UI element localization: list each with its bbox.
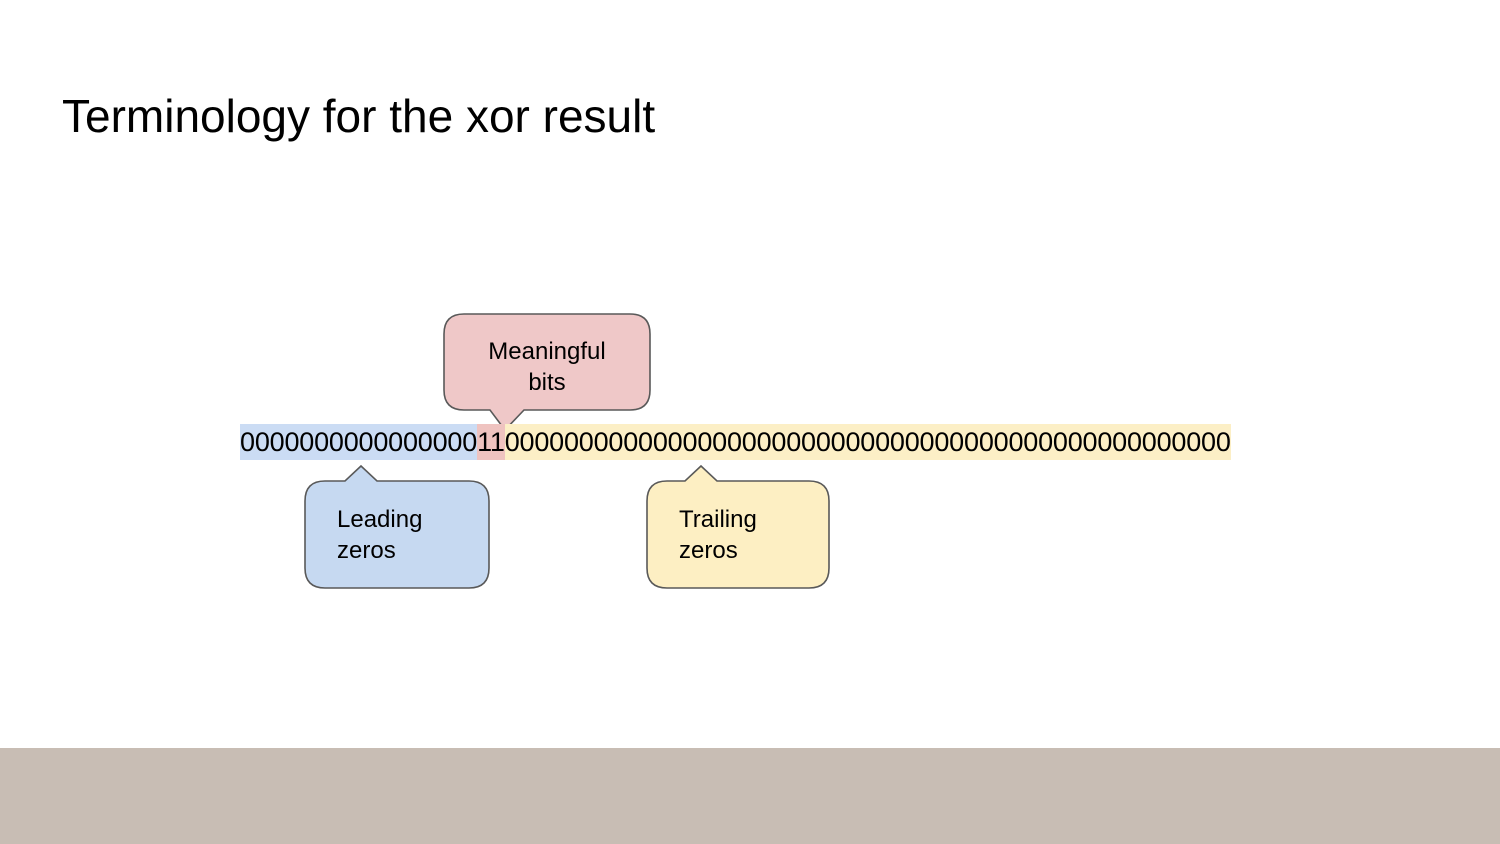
callout-leading-zeros-label: Leading zeros (337, 506, 423, 564)
bitstring-trailing-zeros: 0000000000000000000000000000000000000000… (504, 424, 1231, 460)
callout-trailing-zeros-label: Trailing zeros (679, 506, 757, 564)
callout-leading-zeros-shape (304, 464, 490, 589)
bitstring-meaningful-bits: 11 (477, 424, 505, 460)
callout-meaningful-bits-label: Meaningful bits (488, 338, 606, 396)
callout-meaningful-bits-shape (443, 313, 651, 432)
page-title: Terminology for the xor result (62, 90, 656, 142)
footer-band (0, 748, 1500, 844)
callout-leading-zeros[interactable]: Leading zeros (304, 464, 490, 589)
callout-trailing-zeros[interactable]: Trailing zeros (646, 464, 830, 589)
callout-trailing-zeros-shape (646, 464, 830, 589)
callout-meaningful-bits[interactable]: Meaningful bits (443, 313, 651, 432)
bitstring-leading-zeros: 0000000000000000 (240, 424, 477, 460)
xor-result-bitstring: 0000000000000000110000000000000000000000… (240, 424, 1231, 460)
